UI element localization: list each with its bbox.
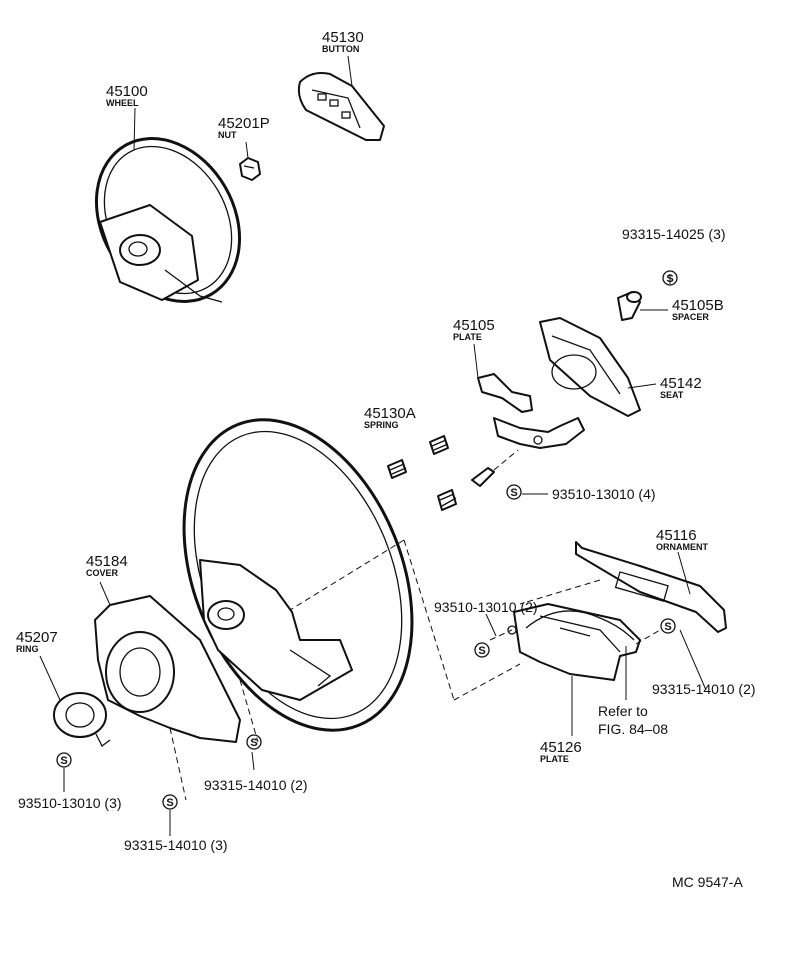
- fastener-label-93510-13010-2: 93510-13010 (2): [434, 599, 538, 615]
- ring-45207-illustration: [53, 692, 111, 747]
- svg-text:S: S: [664, 621, 671, 633]
- fastener-label-93315-14010-3: 93315-14010 (3): [124, 837, 228, 853]
- label-ornament-45116: 45116 ORNAMENT: [656, 527, 708, 552]
- svg-text:S: S: [478, 645, 485, 657]
- part-number: 45201P: [218, 115, 270, 132]
- figure-reference: Refer to FIG. 84–08: [598, 703, 668, 737]
- screw-symbol-93510-13010-2: S: [474, 642, 490, 658]
- label-cover-45184: 45184 COVER: [86, 553, 128, 578]
- cover-45184-illustration: [94, 595, 241, 743]
- screw-symbol-93510-13010-4: S: [506, 484, 522, 500]
- part-number: 45207: [16, 629, 58, 646]
- screw-symbol-93315-14010-2-center: S: [246, 734, 262, 750]
- label-wheel-45100: 45100 WHEEL: [106, 83, 148, 108]
- part-number: 45105: [453, 317, 495, 334]
- fastener-label-93510-13010-4: 93510-13010 (4): [552, 486, 656, 502]
- part-number: 45130: [322, 29, 364, 46]
- part-name: SPRING: [364, 420, 399, 430]
- label-ring-45207: 45207 RING: [16, 629, 58, 654]
- part-number: 45184: [86, 553, 128, 570]
- button-45130-illustration: [297, 72, 385, 141]
- svg-text:S: S: [166, 797, 173, 809]
- fastener-label-93315-14025: 93315-14025 (3): [622, 226, 726, 242]
- reference-line-1: Refer to: [598, 703, 648, 719]
- spacer-45105b-illustration: [617, 291, 642, 321]
- spring-45130a-illustration: [387, 435, 519, 511]
- part-number: 45100: [106, 83, 148, 100]
- part-number: 45116: [656, 527, 697, 544]
- part-number: 45126: [540, 739, 582, 756]
- fastener-label-93315-14010-2-center: 93315-14010 (2): [204, 777, 308, 793]
- part-name: PLATE: [540, 754, 569, 764]
- label-spacer-45105b: 45105B SPACER: [672, 297, 724, 322]
- part-name: PLATE: [453, 332, 482, 342]
- reference-line-2: FIG. 84–08: [598, 721, 668, 737]
- part-number: 45105B: [672, 297, 724, 314]
- part-number: 45142: [660, 375, 702, 392]
- screw-symbol-93315-14010-2-right: S: [660, 618, 676, 634]
- plate-45126-illustration: [507, 603, 641, 681]
- part-name: SEAT: [660, 390, 684, 400]
- part-name: BUTTON: [322, 44, 359, 54]
- wheel-lower-illustration: [182, 418, 414, 732]
- assembly-dashed-lines: [169, 539, 661, 801]
- diagram-code: MC 9547-A: [672, 874, 743, 890]
- label-plate-45105: 45105 PLATE: [453, 317, 495, 342]
- part-name: SPACER: [672, 312, 709, 322]
- screw-symbol-93315-14010-3: S: [162, 794, 178, 810]
- nut-45201p-illustration: [239, 157, 261, 181]
- part-number: 45130A: [364, 405, 416, 422]
- part-name: ORNAMENT: [656, 542, 708, 552]
- fastener-label-93510-13010-3: 93510-13010 (3): [18, 795, 122, 811]
- screw-symbol-93510-13010-3: S: [56, 752, 72, 768]
- part-name: RING: [16, 644, 39, 654]
- label-plate-45126: 45126 PLATE: [540, 739, 582, 764]
- svg-text:S: S: [510, 487, 517, 499]
- svg-text:S: S: [666, 273, 673, 285]
- label-spring-45130a: 45130A SPRING: [364, 405, 416, 430]
- ornament-45116-illustration: [575, 541, 727, 633]
- svg-text:S: S: [250, 737, 257, 749]
- seat-45142-illustration: [539, 317, 641, 417]
- label-seat-45142: 45142 SEAT: [660, 375, 702, 400]
- part-name: NUT: [218, 130, 237, 140]
- part-name: COVER: [86, 568, 119, 578]
- fastener-label-93315-14010-2-right: 93315-14010 (2): [652, 681, 756, 697]
- svg-text:S: S: [60, 755, 67, 767]
- label-nut-45201p: 45201P NUT: [218, 115, 270, 140]
- label-button-45130: 45130 BUTTON: [322, 29, 364, 54]
- screw-symbol-93315-14025: S: [662, 270, 678, 286]
- wheel-45100-illustration: [94, 137, 242, 303]
- leader-lines: [39, 55, 707, 836]
- plate-45105-illustration: [477, 373, 585, 449]
- part-name: WHEEL: [106, 98, 139, 108]
